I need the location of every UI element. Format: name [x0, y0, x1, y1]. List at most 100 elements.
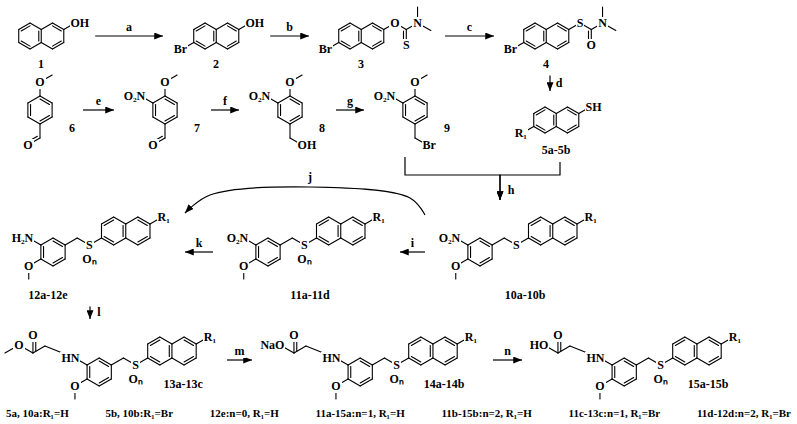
bond-line [578, 114, 579, 127]
bond-line [152, 103, 153, 117]
bond-line [41, 23, 52, 30]
bond-line [480, 241, 489, 246]
reagent-letter: n [503, 345, 512, 358]
bond-line [280, 245, 281, 259]
bond-line [685, 358, 697, 365]
bond-line [147, 344, 148, 358]
bond-line [340, 224, 341, 238]
bond-line [155, 105, 156, 116]
bond-line [216, 30, 217, 43]
compound-number: 15a-15b [687, 378, 730, 391]
atom-label: O [284, 76, 295, 89]
atom-label: Oₙ [81, 253, 97, 266]
bond-line [268, 241, 277, 246]
atom-label: S [392, 359, 401, 372]
bond-line [612, 365, 613, 379]
bond-line [21, 26, 30, 31]
bond-line [21, 41, 30, 46]
atom-label: R₁ [372, 211, 386, 224]
atom-label: O₂N [438, 232, 462, 245]
footnote: 5a, 10a:R₁=H [6, 407, 69, 420]
bond-line [709, 356, 718, 361]
bond-line [373, 41, 382, 46]
compound: 8OO₂NOH [242, 68, 333, 155]
reaction-arrow [493, 359, 522, 360]
bond-line [411, 340, 420, 345]
footnote: 11c-13c:n=1, R₁=Br [569, 407, 661, 420]
compound: 5a-5bSHR₁ [505, 94, 615, 160]
atom-label: HO [529, 339, 550, 352]
bond-line [89, 367, 90, 378]
bond-line [528, 224, 529, 238]
bond-line [164, 124, 165, 138]
atom-label: O [159, 76, 170, 89]
bond-line [169, 346, 170, 357]
compound-number: 7 [193, 122, 201, 135]
reaction-arrow [185, 251, 213, 252]
bond-line [99, 361, 108, 366]
bond-line [350, 43, 361, 50]
bond-line [372, 358, 384, 365]
bond-line [338, 226, 339, 237]
bond-line [213, 31, 214, 41]
atom-label: O [389, 17, 400, 30]
bond-line [545, 127, 556, 134]
bond-line [553, 115, 554, 125]
bond-line [556, 127, 567, 134]
bond-line [526, 41, 535, 46]
bond-line [238, 30, 239, 43]
bond-line [111, 358, 123, 365]
bond-line [171, 344, 172, 358]
bond-line [277, 103, 278, 117]
reagent-letter: j [307, 171, 313, 184]
atom-label: O [238, 260, 249, 273]
atom-label: S [576, 17, 585, 30]
atom-label: O₂N [248, 90, 272, 103]
bond-line [541, 238, 553, 245]
atom-label: O₂N [373, 90, 397, 103]
atom-label: R₁ [203, 331, 217, 344]
bond-line [350, 23, 361, 30]
bond-line [160, 358, 172, 365]
bond-line [457, 344, 458, 358]
compound: 10a-10bO₂NOSR₁ [428, 203, 607, 304]
compound-number: 14a-14b [423, 378, 466, 391]
compound: 12a-12eH₂NOSOₙR₁ [4, 203, 182, 304]
bond-line [360, 361, 369, 366]
bond-line [558, 346, 570, 353]
reaction-arrow [405, 157, 500, 200]
reagent-letter: c [466, 21, 473, 34]
atom-label: HN [585, 352, 605, 365]
atom-label: R₁ [157, 211, 171, 224]
bond-line [433, 358, 445, 365]
atom-label: OH [70, 17, 91, 30]
atom-label: NaO [259, 339, 285, 352]
bond-line [123, 226, 124, 237]
atom-label: O [69, 380, 80, 393]
atom-label: N [597, 17, 608, 30]
bond-line [697, 358, 709, 365]
bond-line [278, 96, 290, 103]
bond-line [553, 238, 565, 245]
bond-line [353, 236, 362, 241]
bond-line [565, 220, 574, 225]
bond-line [445, 356, 454, 361]
bond-line [721, 344, 722, 358]
compound: 13a-13cOOHNOSOₙR₁ [2, 322, 224, 402]
bond-line [63, 30, 64, 43]
bond-line [612, 358, 624, 365]
atom-label: OH [297, 139, 318, 152]
bond-line [421, 337, 433, 344]
footnote: 12e:n=0, R₁=H [210, 407, 279, 420]
bond-line [53, 241, 62, 246]
bond-line [523, 30, 524, 43]
bond-line [114, 217, 126, 224]
bond-line [341, 238, 353, 245]
bond-line [403, 117, 415, 124]
atom-label: OH [245, 17, 266, 30]
atom-label: R₁ [728, 331, 742, 344]
bond-line [675, 356, 684, 361]
bond-line [258, 247, 259, 258]
reaction-arrow [400, 251, 425, 252]
bond-line [348, 358, 360, 365]
